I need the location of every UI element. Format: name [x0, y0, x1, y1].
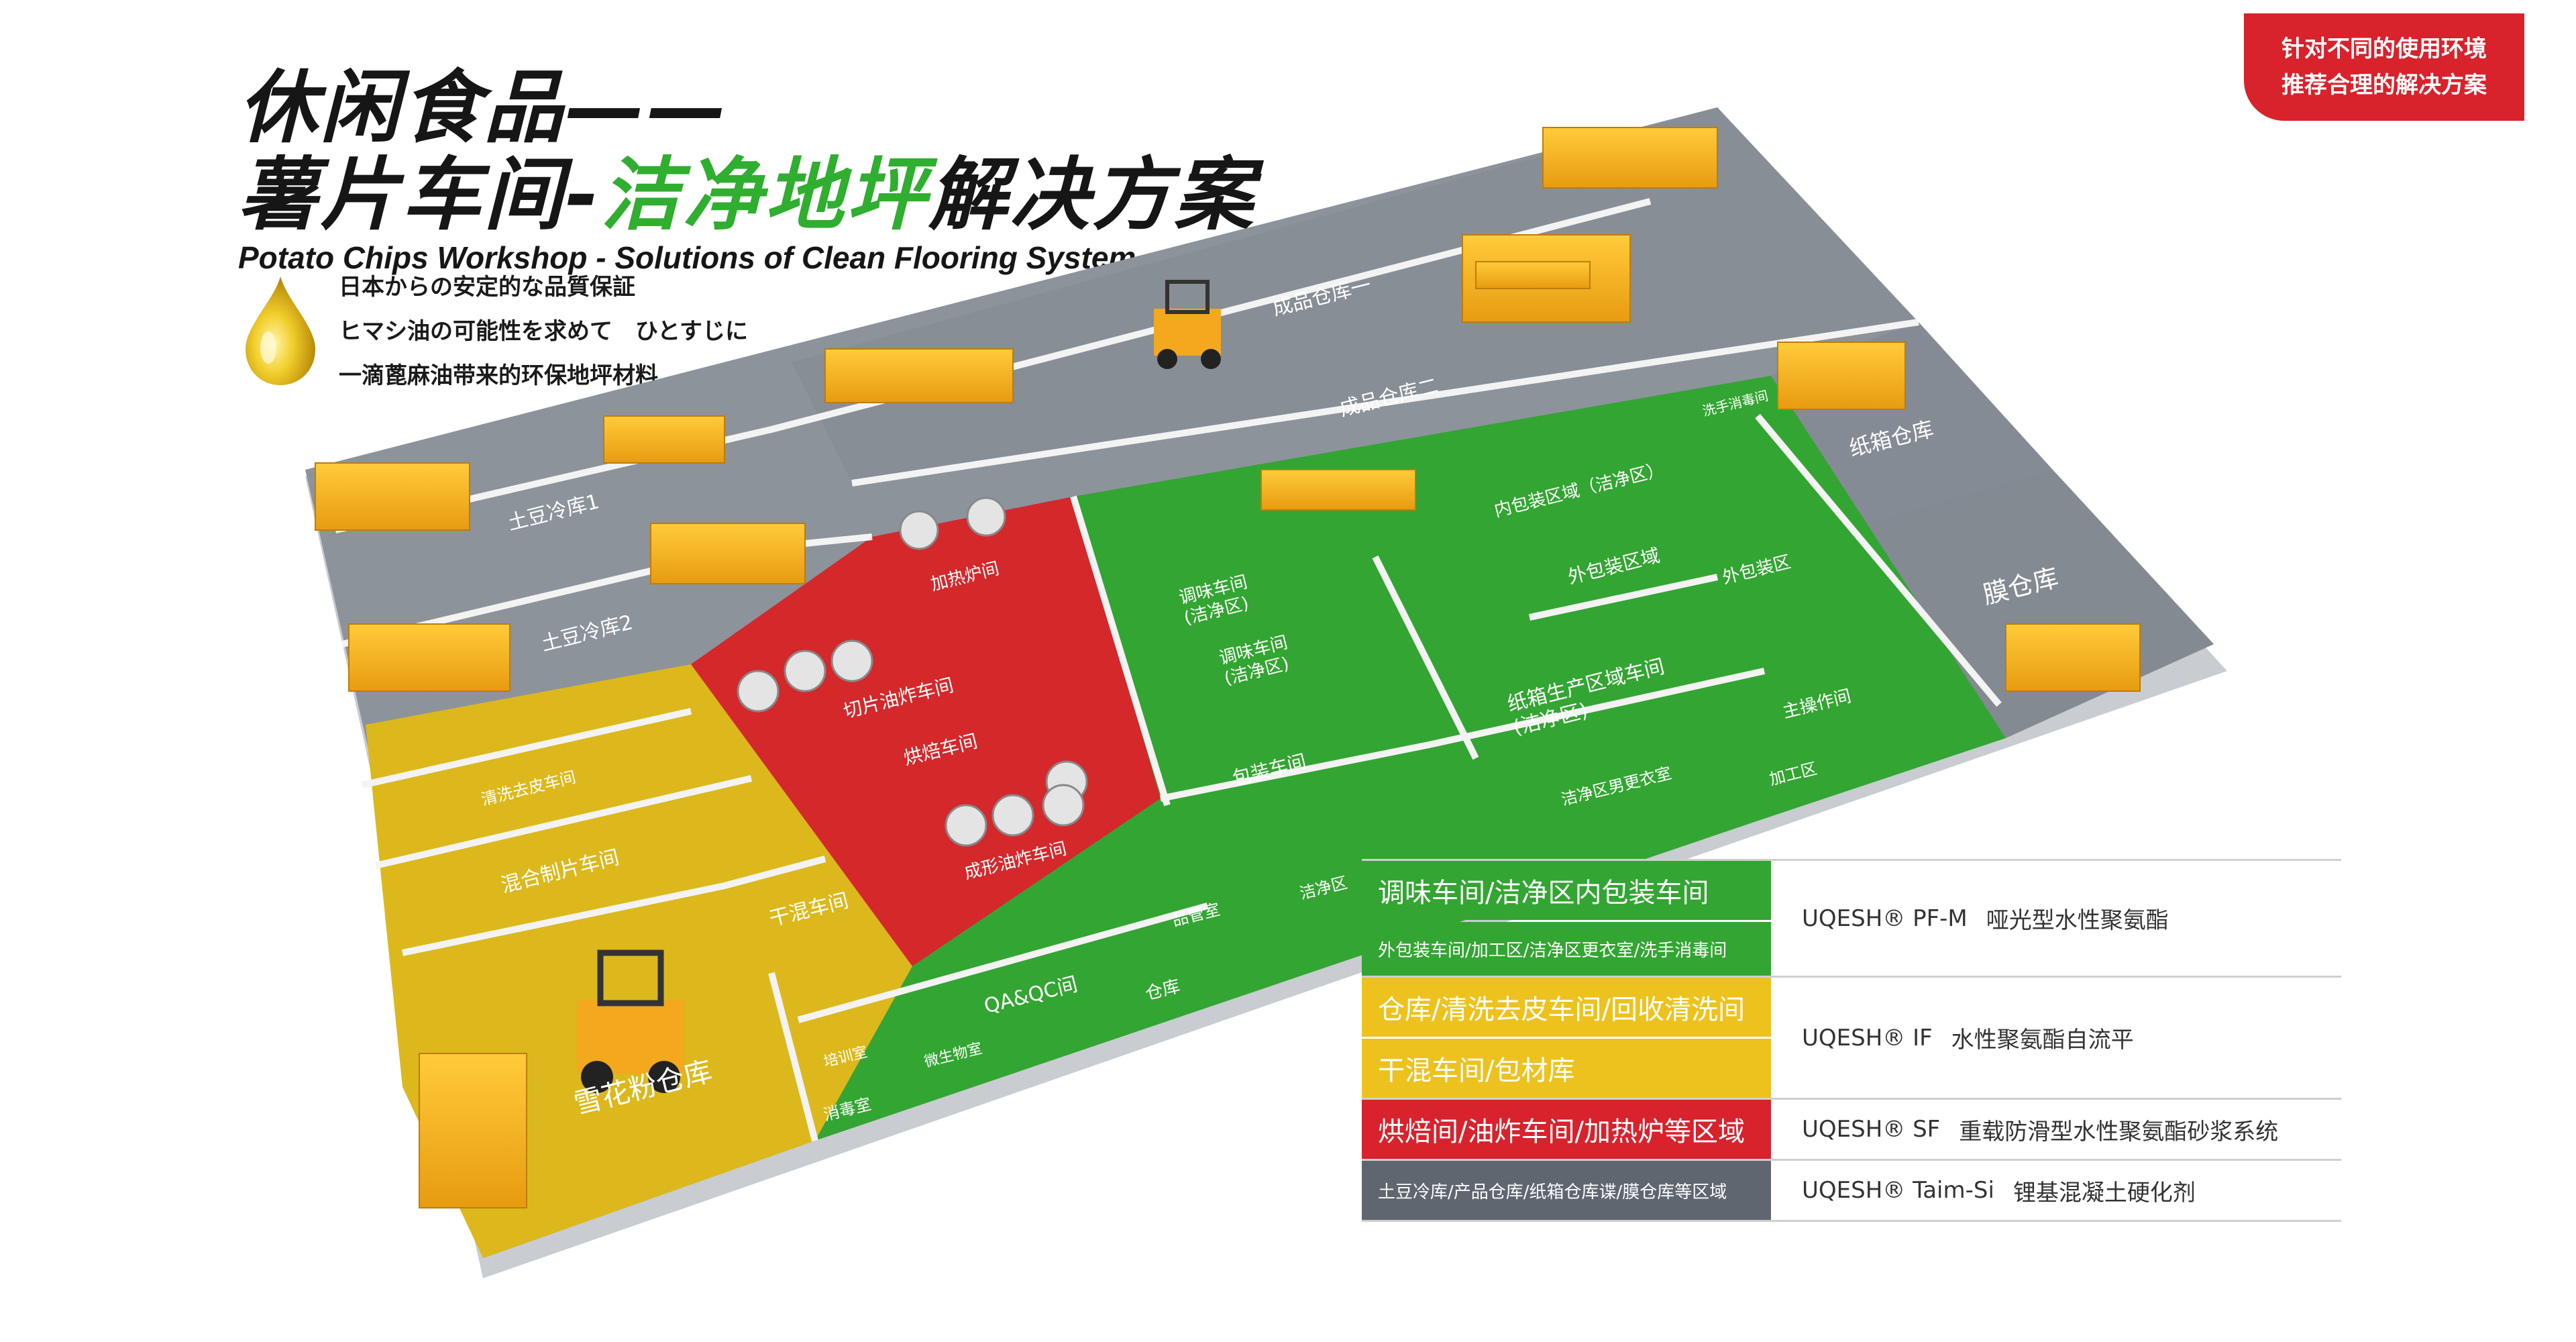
legend-row-pf-m: 调味车间/洁净区内包装车间 外包装车间/加工区/洁净区更衣室/洗手消毒间 UQE… [1362, 859, 2341, 978]
title-part2: 解决方案 [928, 148, 1256, 241]
legend-left-taim-si: 土豆冷库/产品仓库/纸箱仓库谍/膜仓库等区域 [1362, 1161, 1771, 1220]
legend-product-name: UQESH® Taim-Si [1802, 1177, 1994, 1204]
room-seasoning2: 调味车间(洁净区) [1217, 633, 1295, 690]
legend-left-if: 仓库/清洗去皮车间/回收清洗间 干混车间/包材库 [1362, 978, 1771, 1098]
legend-row-taim-si: 土豆冷库/产品仓库/纸箱仓库谍/膜仓库等区域 UQESH® Taim-Si 锂基… [1362, 1161, 2341, 1222]
zone-red [691, 497, 1161, 966]
legend-product-if: UQESH® IF 水性聚氨酯自流平 [1771, 978, 2341, 1098]
badge-line2: 推荐合理的解决方案 [2282, 72, 2487, 99]
legend-row-sf: 烘焙间/油炸车间/加热炉等区域 UQESH® SF 重载防滑型水性聚氨酯砂浆系统 [1362, 1100, 2341, 1161]
title-part1: 薯片车间- [238, 148, 601, 241]
legend-left-pf-m: 调味车间/洁净区内包装车间 外包装车间/加工区/洁净区更衣室/洗手消毒间 [1362, 861, 1771, 976]
zone-green-main [815, 376, 2006, 1141]
forklift-top-icon [1154, 280, 1221, 369]
legend-product-taim-si: UQESH® Taim-Si 锂基混凝土硬化剂 [1771, 1161, 2341, 1220]
box-stacks [315, 127, 2141, 1208]
page-title-line2: 薯片车间-洁净地坪解决方案 [238, 151, 1256, 238]
legend-cell-warehouse: 仓库/清洗去皮车间/回收清洗间 [1362, 978, 1771, 1037]
forklift-bottom-icon [577, 949, 684, 1093]
legend-product-desc: 锂基混凝土硬化剂 [2012, 1179, 2196, 1206]
title-block: 休闲食品—— 薯片车间-洁净地坪解决方案 Potato Chips Worksh… [238, 64, 1256, 276]
legend-cell-dry-mix: 干混车间/包材库 [1362, 1039, 1771, 1098]
tag-line-2: ヒマシ油の可能性を求めて ひとすじに [339, 318, 748, 345]
tag-lines: 日本からの安定的な品質保証 ヒマシ油の可能性を求めて ひとすじに 一滴蓖麻油带来… [339, 265, 748, 398]
legend-product-desc: 哑光型水性聚氨酯 [1986, 907, 2169, 934]
legend-product-desc: 水性聚氨酯自流平 [1951, 1027, 2134, 1053]
legend-cell-baking: 烘焙间/油炸车间/加热炉等区域 [1362, 1100, 1771, 1159]
title-highlight: 洁净地坪 [600, 148, 928, 241]
legend-product-name: UQESH® SF [1802, 1116, 1941, 1143]
legend-cell-seasoning: 调味车间/洁净区内包装车间 [1362, 861, 1771, 920]
solution-badge: 针对不同的使用环境 推荐合理的解决方案 [2244, 13, 2524, 121]
tag-line-3: 一滴蓖麻油带来的环保地坪材料 [339, 362, 658, 389]
legend-product-sf: UQESH® SF 重载防滑型水性聚氨酯砂浆系统 [1771, 1100, 2341, 1159]
legend-product-name: UQESH® IF [1802, 1024, 1933, 1051]
legend-table: 调味车间/洁净区内包装车间 外包装车间/加工区/洁净区更衣室/洗手消毒间 UQE… [1362, 859, 2341, 1222]
zone-finished-warehouse [792, 107, 1919, 483]
legend-product-pf-m: UQESH® PF-M 哑光型水性聚氨酯 [1771, 861, 2341, 976]
legend-row-if: 仓库/清洗去皮车间/回收清洗间 干混车间/包材库 UQESH® IF 水性聚氨酯… [1362, 978, 2341, 1100]
oil-drop-icon [246, 276, 315, 385]
tag-line-1: 日本からの安定的な品質保証 [339, 274, 635, 301]
page-subtitle: Potato Chips Workshop - Solutions of Cle… [238, 240, 1136, 275]
fryer-tanks [737, 497, 1088, 847]
legend-product-name: UQESH® PF-M [1802, 905, 1968, 932]
page-title-line1: 休闲食品—— [238, 61, 730, 154]
legend-product-desc: 重载防滑型水性聚氨酯砂浆系统 [1959, 1118, 2279, 1145]
legend-left-sf: 烘焙间/油炸车间/加热炉等区域 [1362, 1100, 1771, 1159]
legend-cell-outer-pack: 外包装车间/加工区/洁净区更衣室/洗手消毒间 [1362, 922, 1771, 976]
legend-cell-cold-storage: 土豆冷库/产品仓库/纸箱仓库谍/膜仓库等区域 [1362, 1161, 1771, 1220]
badge-line1: 针对不同的使用环境 [2282, 36, 2487, 62]
